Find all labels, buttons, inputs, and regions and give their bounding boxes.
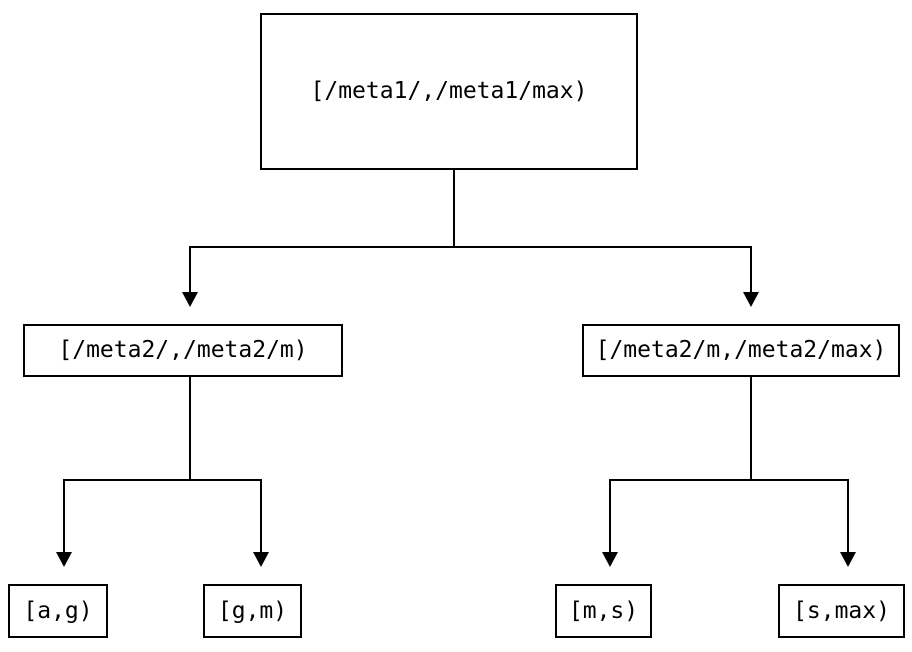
- node-label: [/meta2/m,/meta2/max): [595, 337, 887, 363]
- node-leaf-gm: [g,m): [203, 584, 302, 638]
- node-label: [/meta1/,/meta1/max): [310, 78, 588, 104]
- node-meta2-low-range: [/meta2/,/meta2/m): [23, 324, 343, 377]
- node-leaf-ag: [a,g): [8, 584, 108, 638]
- arrowhead-icon: [56, 552, 72, 567]
- node-meta2-high-range: [/meta2/m,/meta2/max): [582, 324, 900, 377]
- arrowhead-icon: [253, 552, 269, 567]
- node-leaf-smax: [s,max): [778, 584, 905, 638]
- arrowhead-icon: [743, 292, 759, 307]
- arrowhead-icon: [840, 552, 856, 567]
- arrowhead-icon: [602, 552, 618, 567]
- node-label: [s,max): [793, 597, 890, 624]
- node-leaf-ms: [m,s): [555, 584, 652, 638]
- node-label: [m,s): [568, 597, 639, 624]
- node-label: [a,g): [23, 597, 93, 624]
- node-root-range: [/meta1/,/meta1/max): [260, 13, 638, 170]
- node-label: [g,m): [217, 597, 288, 624]
- arrowhead-icon: [182, 292, 198, 307]
- node-label: [/meta2/,/meta2/m): [58, 337, 308, 363]
